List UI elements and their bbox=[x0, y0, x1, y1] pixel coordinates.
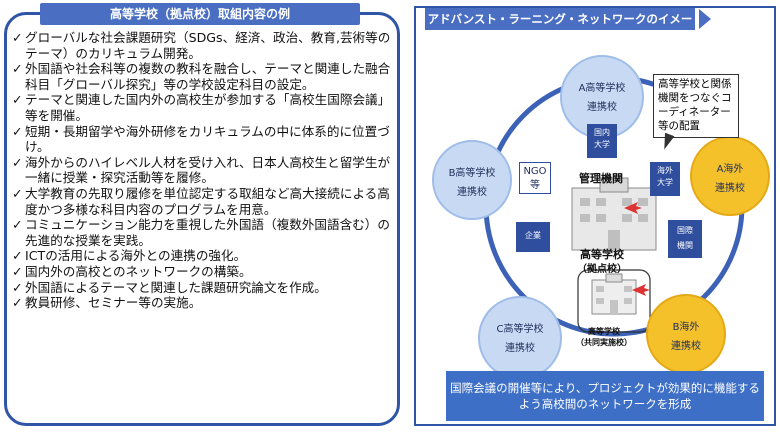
b-overseas-line2: 連携校 bbox=[671, 341, 701, 352]
initiative-text: 外国語によるテーマと関連した課題研究論文を作成。 bbox=[25, 279, 327, 295]
initiative-text: 国内外の高校とのネットワークの構築。 bbox=[25, 263, 252, 279]
b-overseas-line1: B海外 bbox=[672, 322, 700, 333]
b-school-node: B高等学校 連携校 bbox=[432, 140, 512, 220]
check-icon: ✓ bbox=[12, 248, 23, 264]
check-icon: ✓ bbox=[12, 217, 23, 233]
initiative-text: 短期・長期留学や海外研修をカリキュラムの中に体系的に位置づけ。 bbox=[25, 123, 390, 155]
check-icon: ✓ bbox=[12, 92, 23, 108]
joint-school-building-icon bbox=[577, 269, 651, 333]
plane-icon bbox=[624, 202, 642, 214]
initiative-text: 大学教育の先取り履修を単位認定する取組など高大接続による高度かつ多様な科目内容の… bbox=[25, 185, 390, 217]
check-icon: ✓ bbox=[12, 279, 23, 295]
ngo-box: NGO 等 bbox=[519, 162, 551, 194]
a-overseas-node: A海外 連携校 bbox=[690, 136, 770, 216]
c-school-line1: C高等学校 bbox=[496, 324, 544, 335]
a-school-line2: 連携校 bbox=[587, 102, 617, 113]
initiative-item: ✓教員研修、セミナー等の実施。 bbox=[12, 295, 396, 311]
check-icon: ✓ bbox=[12, 154, 23, 170]
joint-school-label: 高等学校 bbox=[588, 327, 620, 336]
a-school-line1: A高等学校 bbox=[578, 83, 626, 94]
left-panel-title: 高等学校（拠点校）取組内容の例 bbox=[40, 3, 360, 25]
b-overseas-node: B海外 連携校 bbox=[646, 294, 726, 374]
coordinator-callout: 高等学校と関係機関をつなぐコーディネーター等の配置 bbox=[653, 74, 739, 138]
initiative-item: ✓グローバルな社会課題研究（SDGs、経済、政治、教育,芸術等のテーマ）のカリキ… bbox=[12, 30, 396, 61]
center-school-sublabel: （拠点校） bbox=[577, 264, 627, 275]
initiative-item: ✓ICTの活用による海外との連携の強化。 bbox=[12, 248, 396, 264]
initiative-text: 外国語や社会科等の複数の教科を融合し、テーマと関連した融合科目「グローバル探究」… bbox=[25, 61, 391, 92]
center-building-icon bbox=[571, 177, 657, 251]
domestic-university-box: 国内 大学 bbox=[587, 124, 617, 158]
check-icon: ✓ bbox=[12, 295, 23, 311]
initiative-text: コミュニケーション能力を重視した外国語（複数外国語含む）の先進的な授業を実践。 bbox=[25, 217, 390, 248]
initiative-text: グローバルな社会課題研究（SDGs、経済、政治、教育,芸術等のテーマ）のカリキュ… bbox=[25, 30, 391, 61]
check-icon: ✓ bbox=[12, 185, 23, 201]
right-panel bbox=[414, 6, 776, 426]
joint-school-sublabel: （共同実施校） bbox=[576, 338, 632, 347]
initiative-text: 教員研修、セミナー等の実施。 bbox=[25, 295, 202, 311]
initiatives-list: ✓グローバルな社会課題研究（SDGs、経済、政治、教育,芸術等のテーマ）のカリキ… bbox=[12, 30, 396, 311]
check-icon: ✓ bbox=[12, 61, 23, 77]
initiative-item: ✓外国語や社会科等の複数の教科を融合し、テーマと関連した融合科目「グローバル探究… bbox=[12, 61, 396, 92]
title-arrow-tail bbox=[699, 9, 711, 29]
initiative-text: ICTの活用による海外との連携の強化。 bbox=[25, 248, 247, 264]
initiative-item: ✓テーマと関連した国内外の高校生が参加する「高校生国際会議」等を開催。 bbox=[12, 92, 396, 123]
a-overseas-line1: A海外 bbox=[716, 164, 744, 175]
company-box: 企業 bbox=[516, 222, 550, 252]
overseas-university-box: 海外 大学 bbox=[650, 162, 680, 196]
plane-icon bbox=[632, 284, 650, 296]
check-icon: ✓ bbox=[12, 263, 23, 279]
initiative-text: テーマと関連した国内外の高校生が参加する「高校生国際会議」等を開催。 bbox=[25, 92, 391, 123]
initiative-item: ✓外国語によるテーマと関連した課題研究論文を作成。 bbox=[12, 280, 396, 296]
initiative-item: ✓海外からのハイレベル人材を受け入れ、日本人高校生と留学生が一緒に授業・探究活動… bbox=[12, 155, 396, 186]
b-school-line2: 連携校 bbox=[457, 187, 487, 198]
summary-banner: 国際会議の開催等により、プロジェクトが効果的に機能するよう高校間のネットワークを… bbox=[446, 371, 764, 421]
initiative-item: ✓短期・長期留学や海外研修をカリキュラムの中に体系的に位置づけ。 bbox=[12, 124, 396, 155]
initiative-text: 海外からのハイレベル人材を受け入れ、日本人高校生と留学生が一緒に授業・探究活動等… bbox=[25, 154, 391, 186]
initiative-item: ✓国内外の高校とのネットワークの構築。 bbox=[12, 264, 396, 280]
initiative-item: ✓コミュニケーション能力を重視した外国語（複数外国語含む）の先進的な授業を実践。 bbox=[12, 217, 396, 248]
c-school-node: C高等学校 連携校 bbox=[478, 296, 562, 380]
check-icon: ✓ bbox=[12, 123, 23, 139]
a-overseas-line2: 連携校 bbox=[715, 183, 745, 194]
right-panel-title: アドバンスト・ラーニング・ネットワークのイメージ bbox=[425, 8, 695, 48]
check-icon: ✓ bbox=[12, 30, 23, 45]
international-org-box: 国際 機関 bbox=[668, 220, 702, 258]
center-school-label: 高等学校 bbox=[580, 248, 624, 261]
initiative-item: ✓大学教育の先取り履修を単位認定する取組など高大接続による高度かつ多様な科目内容… bbox=[12, 186, 396, 217]
admin-label: 管理機関 bbox=[579, 172, 623, 185]
b-school-line1: B高等学校 bbox=[448, 168, 496, 179]
c-school-line2: 連携校 bbox=[505, 343, 535, 354]
